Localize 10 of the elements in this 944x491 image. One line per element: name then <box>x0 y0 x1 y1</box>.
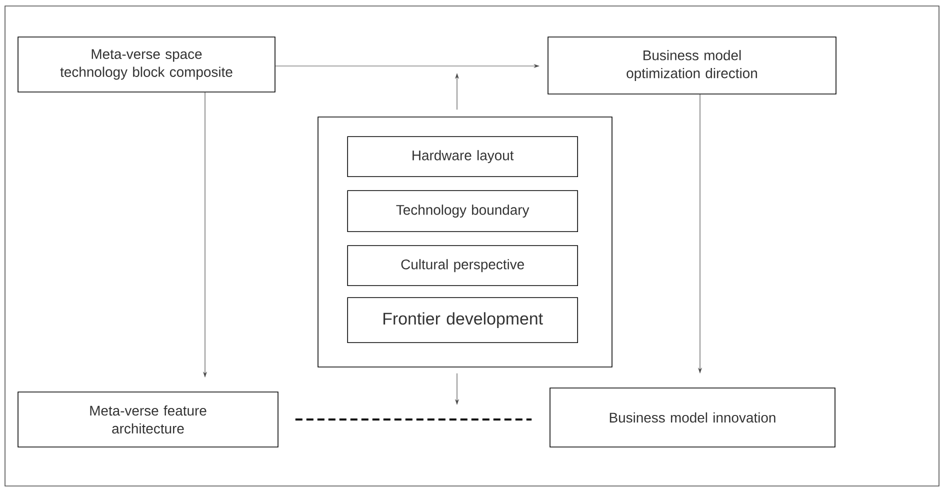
process-box: Meta-verse space technology block composite <box>18 36 276 92</box>
process-box: Business model optimization direction <box>548 36 836 94</box>
process-box: Technology boundary <box>347 190 578 232</box>
process-box: Business model innovation <box>550 388 836 448</box>
process-box: Meta-verse feature architecture <box>18 392 278 448</box>
process-box: Frontier development <box>347 297 578 343</box>
dashed-connector <box>295 418 532 420</box>
process-box: Cultural perspective <box>347 245 578 286</box>
process-box: Hardware layout <box>347 136 578 177</box>
container-box <box>318 116 612 368</box>
